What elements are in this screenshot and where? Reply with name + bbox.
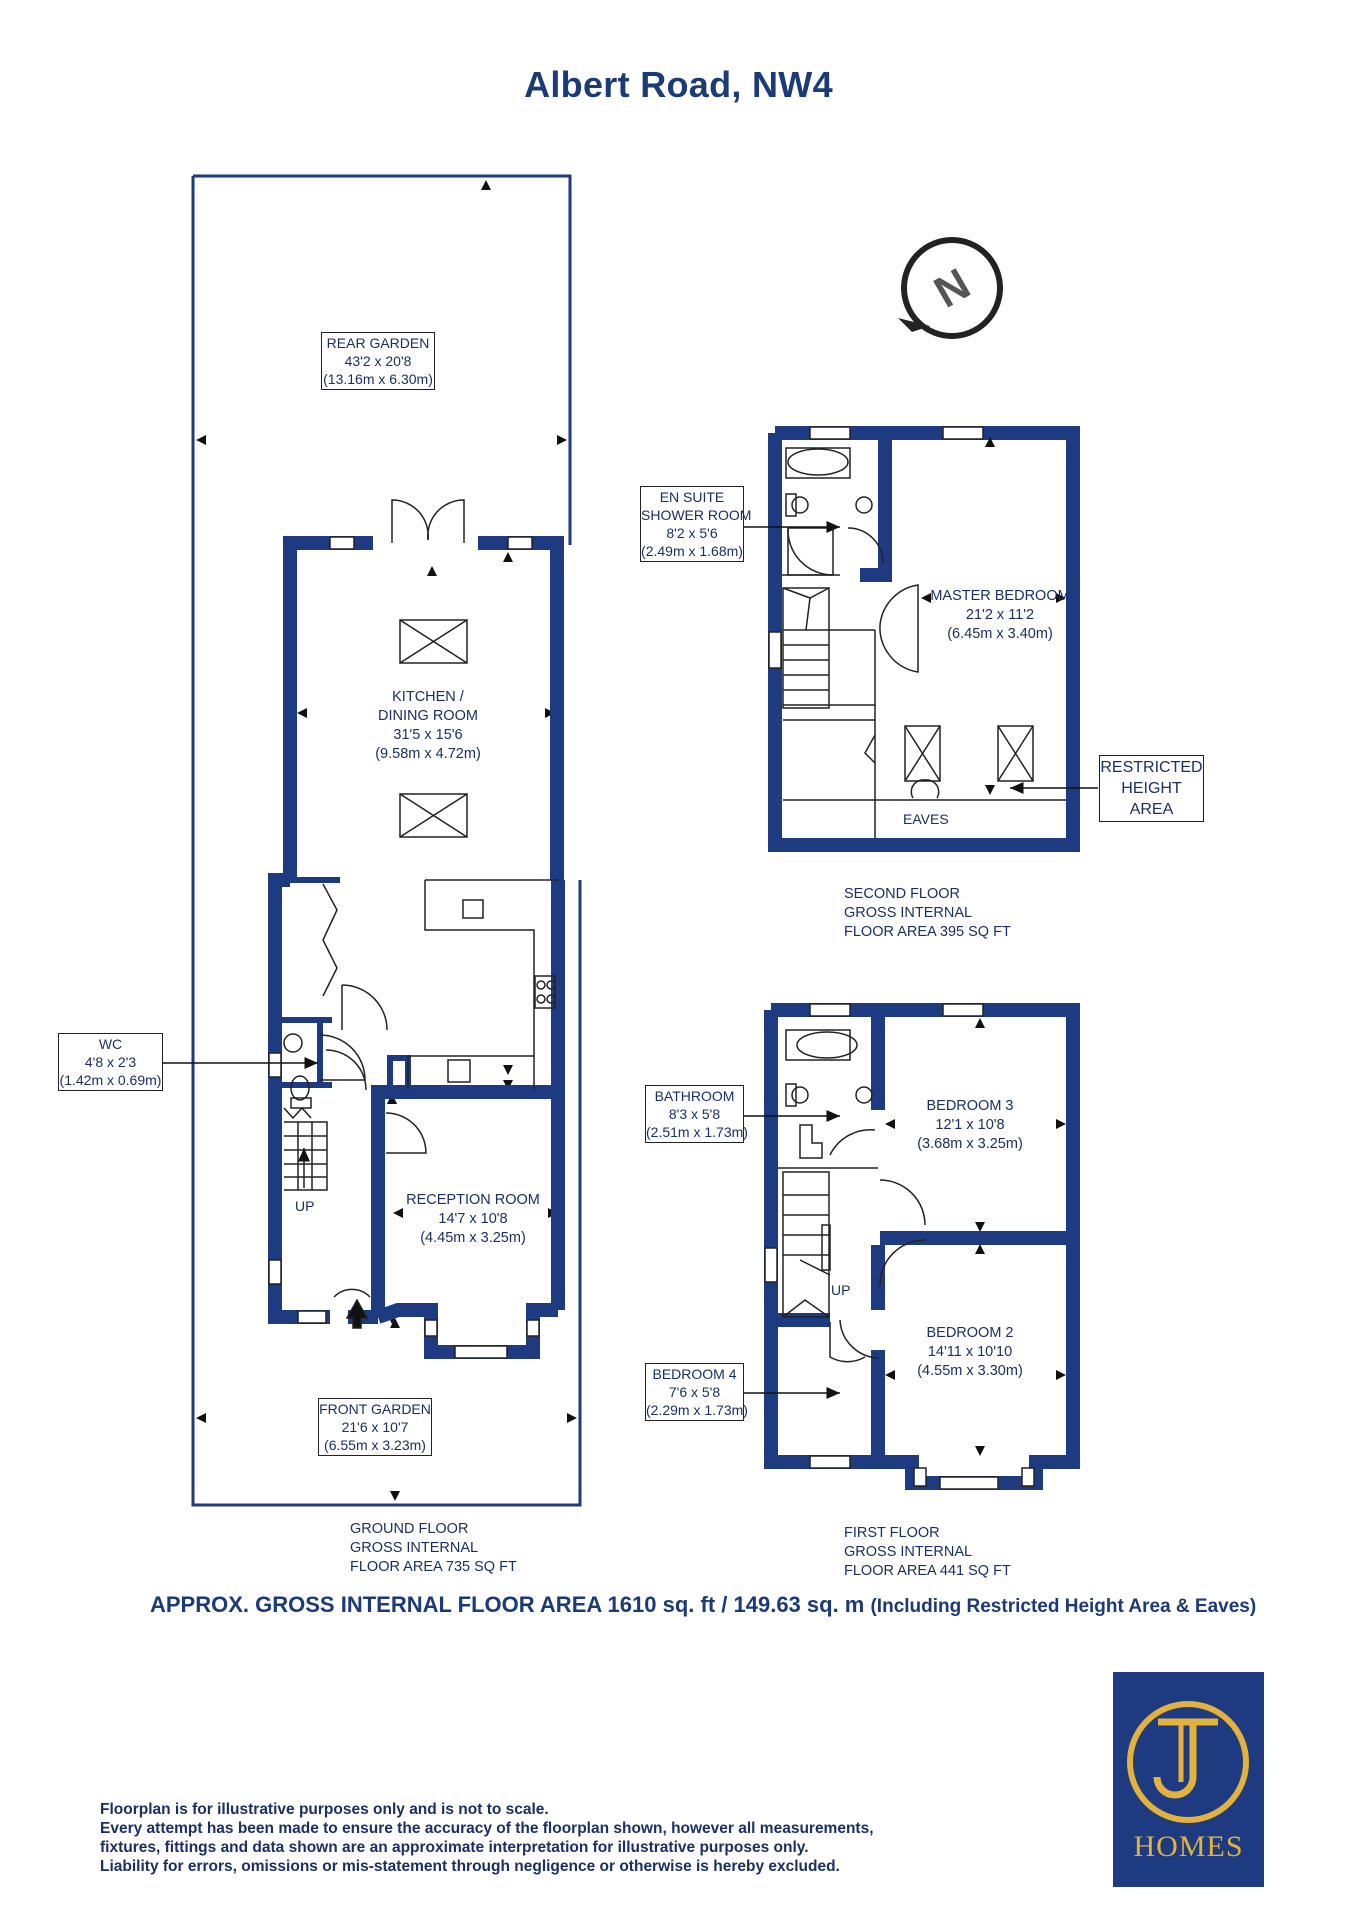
restricted-line: RESTRICTED: [1100, 759, 1203, 776]
eaves-label: EAVES: [903, 811, 949, 827]
room-dimension-imperial: 43'2 x 20'8: [344, 353, 412, 369]
floor-area-line: FIRST FLOOR: [844, 1525, 940, 1541]
wc-label: WC 4'8 x 2'3 (1.42m x 0.69m): [58, 1033, 163, 1091]
ground-floor-area: GROUND FLOOR GROSS INTERNAL FLOOR AREA 7…: [350, 1520, 517, 1577]
first-windows: [764, 1003, 1035, 1490]
restricted-height-label: RESTRICTED HEIGHT AREA: [1099, 755, 1204, 822]
kitchen-fittings: [283, 499, 558, 1329]
room-name: FRONT GARDEN: [319, 1401, 431, 1417]
room-dimension-imperial: 31'5 x 15'6: [393, 727, 463, 743]
room-name: WC: [98, 1036, 123, 1052]
room-dimension-imperial: 14'11 x 10'10: [927, 1344, 1013, 1360]
floor-area-line: FLOOR AREA 441 SQ FT: [844, 1563, 1011, 1579]
room-name: KITCHEN /: [392, 689, 464, 705]
disclaimer-line: fixtures, fittings and data shown are an…: [100, 1839, 809, 1856]
room-name: BEDROOM 3: [926, 1098, 1014, 1114]
room-dimension-imperial: 12'1 x 10'8: [935, 1117, 1005, 1133]
stairs-up-label: UP: [295, 1198, 315, 1214]
room-dimension-metric: (1.42m x 0.69m): [59, 1072, 162, 1088]
total-floor-area: APPROX. GROSS INTERNAL FLOOR AREA 1610 s…: [150, 1592, 1256, 1618]
room-name: DINING ROOM: [378, 708, 478, 724]
room-name: REAR GARDEN: [326, 335, 430, 351]
room-dimension-imperial: 8'3 x 5'8: [668, 1106, 721, 1122]
room-name: BEDROOM 2: [926, 1325, 1014, 1341]
disclaimer-line: Floorplan is for illustrative purposes o…: [100, 1801, 549, 1818]
room-dimension-imperial: 21'6 x 10'7: [341, 1419, 409, 1435]
room-dimension-metric: (3.68m x 3.25m): [917, 1136, 1023, 1152]
master-bedroom-label: MASTER BEDROOM 21'2 x 11'2 (6.45m x 3.40…: [930, 587, 1070, 644]
room-dimension-metric: (6.55m x 3.23m): [324, 1437, 426, 1453]
room-dimension-metric: (13.16m x 6.30m): [323, 371, 433, 387]
bedroom3-label: BEDROOM 3 12'1 x 10'8 (3.68m x 3.25m): [900, 1097, 1040, 1154]
room-dimension-metric: (9.58m x 4.72m): [375, 746, 481, 762]
first-floor-area: FIRST FLOOR GROSS INTERNAL FLOOR AREA 44…: [844, 1524, 1011, 1581]
floor-area-line: GROSS INTERNAL: [844, 905, 973, 921]
room-dimension-imperial: 4'8 x 2'3: [84, 1054, 137, 1070]
room-name: SHOWER ROOM: [641, 507, 752, 523]
room-name: EN SUITE: [659, 489, 725, 505]
disclaimer-line: Every attempt has been made to ensure th…: [100, 1820, 874, 1837]
logo-word: HOMES: [1133, 1830, 1244, 1863]
room-name: BEDROOM 4: [652, 1366, 737, 1382]
room-dimension-metric: (2.51m x 1.73m): [646, 1124, 748, 1140]
second-floor-fittings: [782, 447, 1066, 838]
room-dimension-metric: (4.55m x 3.30m): [917, 1363, 1023, 1379]
room-dimension-metric: (6.45m x 3.40m): [947, 626, 1053, 642]
floor-area-line: FLOOR AREA 735 SQ FT: [350, 1559, 517, 1575]
room-name: MASTER BEDROOM: [930, 588, 1070, 604]
disclaimer: Floorplan is for illustrative purposes o…: [100, 1800, 874, 1876]
room-dimension-metric: (4.45m x 3.25m): [420, 1230, 526, 1246]
ground-windows: [268, 536, 540, 1359]
rear-garden-label: REAR GARDEN 43'2 x 20'8 (13.16m x 6.30m): [321, 332, 435, 390]
room-dimension-metric: (2.49m x 1.68m): [641, 543, 743, 559]
second-windows: [768, 426, 984, 669]
first-floor-fittings: [778, 1029, 926, 1363]
room-dimension-imperial: 14'7 x 10'8: [438, 1211, 508, 1227]
room-dimension-imperial: 21'2 x 11'2: [965, 607, 1035, 623]
total-area-main: APPROX. GROSS INTERNAL FLOOR AREA 1610 s…: [150, 1592, 865, 1617]
bedroom2-label: BEDROOM 2 14'11 x 10'10 (4.55m x 3.30m): [900, 1324, 1040, 1381]
logo-emblem: [1113, 1672, 1264, 1887]
bedroom4-label: BEDROOM 4 7'6 x 5'8 (2.29m x 1.73m): [645, 1363, 748, 1421]
room-dimension-metric: (2.29m x 1.73m): [646, 1402, 748, 1418]
restricted-line: HEIGHT: [1121, 780, 1182, 797]
floor-area-line: FLOOR AREA 395 SQ FT: [844, 924, 1011, 940]
room-name: RECEPTION ROOM: [406, 1192, 540, 1208]
front-garden-label: FRONT GARDEN 21'6 x 10'7 (6.55m x 3.23m): [318, 1398, 432, 1456]
first-floor-walls: [764, 1003, 1080, 1490]
first-floor-stairs-up-label: UP: [831, 1282, 851, 1298]
floor-area-line: GROSS INTERNAL: [350, 1540, 479, 1556]
kitchen-label: KITCHEN / DINING ROOM 31'5 x 15'6 (9.58m…: [368, 688, 488, 764]
ground-floor-plot: [191, 174, 582, 1507]
reception-label: RECEPTION ROOM 14'7 x 10'8 (4.45m x 3.25…: [398, 1191, 548, 1248]
bathroom-label: BATHROOM 8'3 x 5'8 (2.51m x 1.73m): [645, 1085, 748, 1143]
room-dimension-imperial: 8'2 x 5'6: [666, 525, 718, 541]
floor-area-line: GROUND FLOOR: [350, 1521, 469, 1537]
page-title: Albert Road, NW4: [524, 64, 833, 105]
room-dimension-imperial: 7'6 x 5'8: [668, 1384, 721, 1400]
total-area-note: (Including Restricted Height Area & Eave…: [870, 1596, 1257, 1617]
disclaimer-line: Liability for errors, omissions or mis-s…: [100, 1858, 840, 1875]
north-compass: N: [898, 237, 1003, 339]
jt-homes-logo: HOMES: [1113, 1672, 1264, 1887]
en-suite-label: EN SUITE SHOWER ROOM 8'2 x 5'6 (2.49m x …: [640, 486, 752, 562]
floor-area-line: SECOND FLOOR: [844, 886, 961, 902]
room-name: BATHROOM: [654, 1088, 735, 1104]
floor-area-line: GROSS INTERNAL: [844, 1544, 973, 1560]
restricted-line: AREA: [1129, 801, 1174, 818]
second-floor-area: SECOND FLOOR GROSS INTERNAL FLOOR AREA 3…: [844, 885, 1011, 942]
